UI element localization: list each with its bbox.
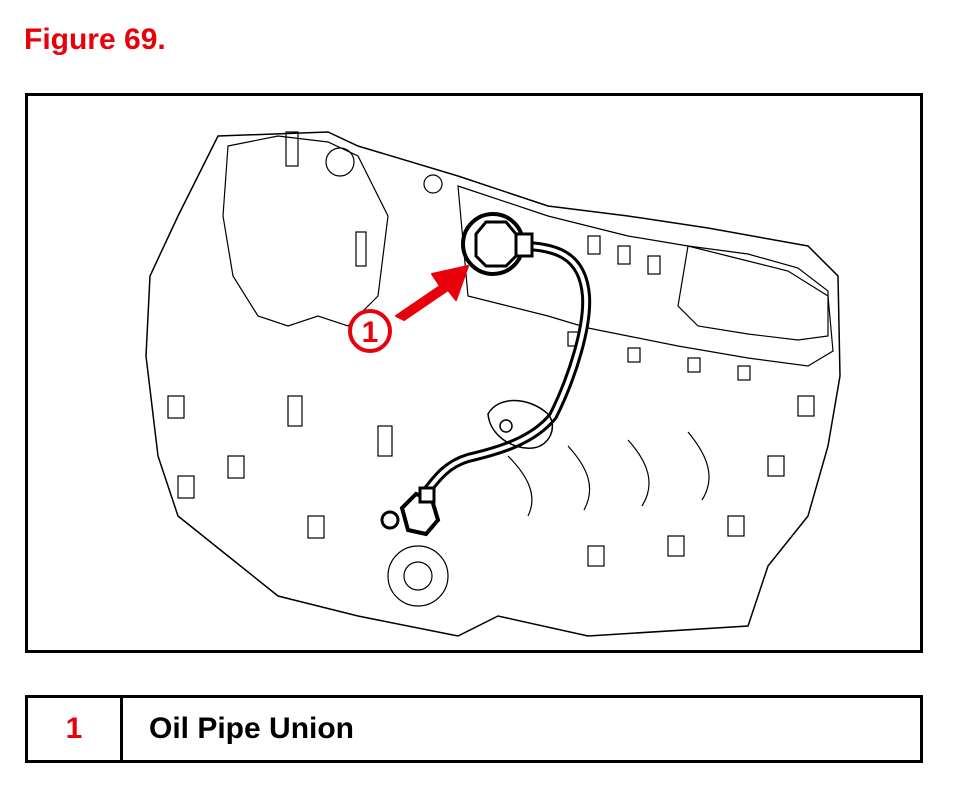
pulley-hub <box>403 561 433 591</box>
cylinder-head <box>457 185 834 367</box>
manifold-port <box>423 174 443 194</box>
legend-label: Oil Pipe Union <box>149 712 355 745</box>
callout-number: 1 <box>362 316 379 349</box>
oil-pipe-core <box>421 243 589 498</box>
callout-circle <box>348 309 392 353</box>
pipe-bracket <box>487 399 554 449</box>
manifold-port <box>325 147 355 177</box>
valve-cover <box>677 245 829 341</box>
engine-illustration: 1 <box>25 93 923 653</box>
figure-title: Figure 69. <box>24 23 166 56</box>
cylinder-head-bolts <box>567 235 751 381</box>
exhaust-runners <box>507 431 710 517</box>
block-bosses <box>167 395 815 567</box>
legend-number: 1 <box>28 698 123 760</box>
bracket-bolt <box>499 419 513 433</box>
manifold-boss <box>285 131 299 167</box>
manifold-boss <box>355 231 367 267</box>
pulley <box>387 545 449 607</box>
callout-arrow-icon <box>395 265 469 321</box>
engine-drawing: 1 <box>145 131 841 637</box>
oil-pipe-union <box>461 212 534 276</box>
engine-outline <box>145 131 841 637</box>
intake-manifold <box>222 135 389 327</box>
oil-pipe-union-lower <box>380 486 441 537</box>
legend-table: 1 Oil Pipe Union <box>25 695 923 763</box>
